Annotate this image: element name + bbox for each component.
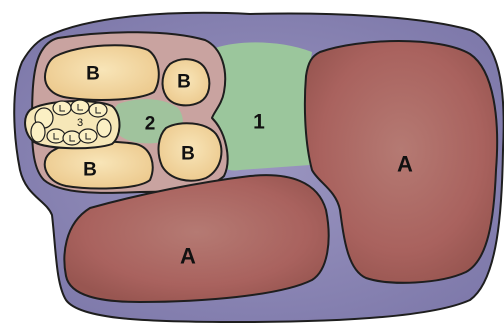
label-a-bottom: A: [180, 244, 196, 269]
label-b-top-right: B: [177, 72, 191, 93]
small-cell: [46, 128, 66, 144]
small-cell: [88, 102, 108, 118]
label-region-2: 2: [145, 114, 156, 135]
small-cell: [52, 100, 72, 116]
small-cell: [30, 121, 46, 143]
label-b-bottom-right: B: [181, 144, 195, 165]
small-cell: [96, 118, 112, 138]
region-b-top-right: [161, 58, 211, 107]
region-3-cell-cluster: [24, 99, 121, 150]
label-a-right: A: [397, 152, 413, 177]
small-cell: [62, 130, 82, 146]
region-a-bottom: [63, 174, 330, 303]
region-b-top-left: [44, 44, 160, 101]
small-cell: [78, 128, 98, 144]
label-region-3: 3: [77, 117, 83, 129]
label-b-top-left: B: [86, 64, 100, 85]
region-a-right: [303, 40, 499, 284]
small-cell: [70, 99, 90, 115]
region-b-bottom-right: [157, 122, 223, 182]
label-b-bottom-left: B: [83, 160, 97, 181]
label-region-1: 1: [253, 111, 265, 134]
region-b-bottom-left: [43, 140, 154, 190]
